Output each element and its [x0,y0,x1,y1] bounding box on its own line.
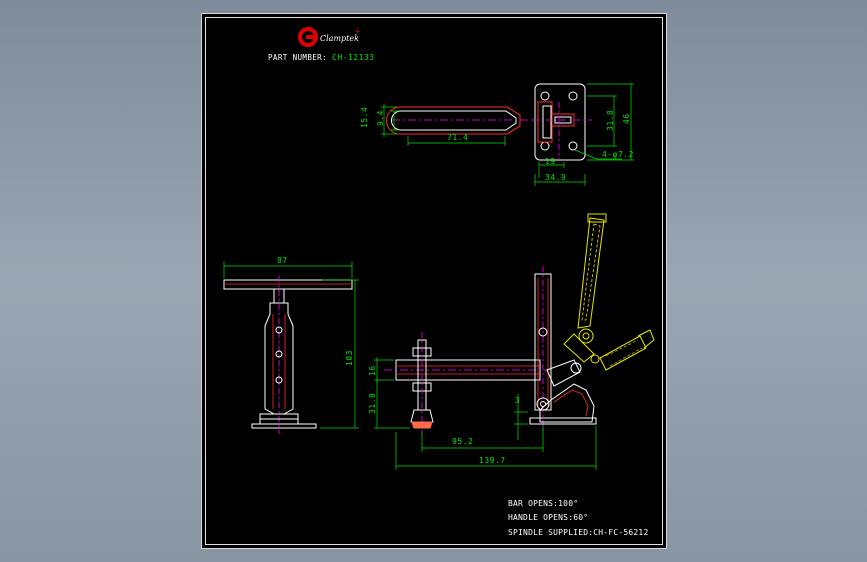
part-number-label: PART NUMBER: [268,53,327,62]
side-view: 16 31.8 3 95.2 139.7 [368,213,655,470]
top-view: 15.4 9.4 71.4 19 34.9 31.8 46 4-φ7.2 [360,83,634,186]
drawing-sheet: Clamptek + PART NUMBER: CH-12133 [201,13,667,549]
dim-139-7: 139.7 [479,456,506,465]
end-view: 87 103 [223,256,359,434]
dim-31-8-top: 31.8 [606,110,615,131]
note-bar-opens: BAR OPENS:100° [508,499,578,508]
dim-46: 46 [622,113,631,124]
dim-87: 87 [277,256,288,265]
dim-3: 3 [515,396,520,405]
note-spindle: SPINDLE SUPPLIED:CH-FC-56212 [508,528,648,537]
dim-71-4: 71.4 [447,133,468,142]
dim-19: 19 [545,157,556,166]
drawing-canvas: Clamptek + PART NUMBER: CH-12133 [223,27,655,537]
dim-hole-dia: 4-φ7.2 [602,150,634,159]
dim-34-9: 34.9 [545,173,566,182]
part-number-value: CH-12133 [332,53,375,62]
dim-15-4: 15.4 [360,107,369,128]
dim-95-2: 95.2 [452,437,473,446]
brand-logo: Clamptek + [298,27,361,47]
dim-31-8-side: 31.8 [368,393,377,414]
dim-103: 103 [345,350,354,366]
note-handle-opens: HANDLE OPENS:60° [508,513,588,522]
brand-mark: + [354,27,361,36]
brand-name: Clamptek [320,34,359,43]
spec-notes: BAR OPENS:100° HANDLE OPENS:60° SPINDLE … [508,499,648,537]
dim-9-4: 9.4 [376,110,385,126]
dim-16: 16 [368,365,377,376]
drawing-frame [205,17,663,545]
